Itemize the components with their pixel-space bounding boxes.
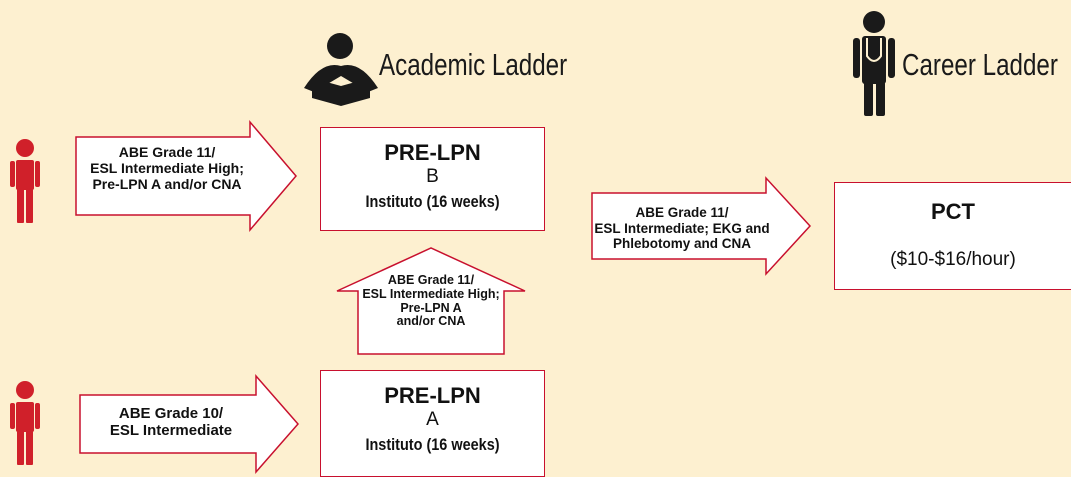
person-icon: [10, 381, 40, 465]
arrow-up-label: ABE Grade 11/ ESL Intermediate High; Pre…: [358, 273, 504, 329]
box-wage: ($10-$16/hour): [890, 249, 1016, 270]
box-detail: Instituto (16 weeks): [365, 435, 500, 454]
arrow-text-line: ABE Grade 10/: [118, 405, 224, 422]
reader-icon: [304, 33, 378, 106]
person-icon: [10, 139, 40, 223]
box-title: PCT: [931, 199, 975, 224]
arrow-text-line: ESL Intermediate: [109, 422, 233, 440]
academic-ladder-heading: Academic Ladder: [379, 47, 568, 82]
box-title: PRE-LPN: [384, 383, 481, 408]
pct-box: PCT ($10-$16/hour): [834, 182, 1071, 290]
career-ladder-heading: Career Ladder: [902, 47, 1058, 82]
arrow-text-line: Pre-LPN A and/or CNA: [92, 176, 242, 193]
arrow-text-line: ESL Intermediate; EKG and: [594, 220, 770, 236]
arrow-text-line: ESL Intermediate High;: [90, 160, 244, 177]
arrow-to-pct-label: ABE Grade 11/ ESL Intermediate; EKG and …: [588, 205, 776, 252]
box-level: A: [426, 409, 439, 430]
pre-lpn-b-box: PRE-LPN B Instituto (16 weeks): [320, 127, 545, 231]
box-detail: Instituto (16 weeks): [365, 192, 500, 211]
arrow-up: [336, 247, 526, 355]
pre-lpn-a-box: PRE-LPN A Instituto (16 weeks): [320, 370, 545, 477]
arrow-bottom-left-label: ABE Grade 10/ ESL Intermediate: [86, 405, 256, 440]
arrow-text-line: and/or CNA: [396, 314, 466, 329]
arrow-to-pct: [591, 176, 812, 276]
box-level: B: [426, 166, 439, 187]
arrow-text-line: Phlebotomy and CNA: [612, 236, 751, 252]
arrow-text-line: ABE Grade 11/: [118, 144, 216, 160]
arrow-top-left-label: ABE Grade 11/ ESL Intermediate High; Pre…: [82, 144, 252, 192]
arrow-text-line: Pre-LPN A: [400, 300, 462, 315]
doctor-icon: [853, 11, 895, 116]
arrow-bottom-left: [79, 374, 299, 474]
arrow-text-line: ABE Grade 11/: [635, 205, 729, 220]
arrow-top-left: [75, 119, 297, 233]
arrow-text-line: ESL Intermediate High;: [362, 286, 500, 301]
arrow-text-line: ABE Grade 11/: [387, 273, 475, 287]
box-title: PRE-LPN: [384, 140, 481, 165]
